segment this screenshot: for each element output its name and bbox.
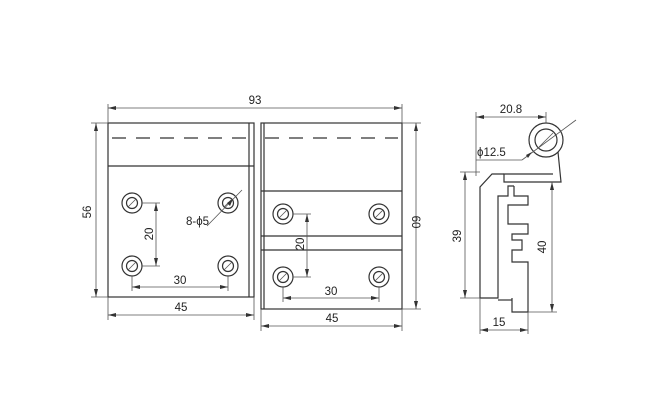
mounting-holes xyxy=(121,192,390,288)
dimension-label: 20.8 xyxy=(500,104,522,116)
right-leaf xyxy=(260,122,403,310)
dimension-knuckle-diameter: ϕ12.5 xyxy=(476,119,577,161)
mounting-hole xyxy=(272,203,294,225)
dimension-right-leaf-width: 45 xyxy=(260,309,403,331)
dimension-label: 45 xyxy=(326,313,339,325)
knuckle-inner xyxy=(534,128,558,152)
dimension-profile-height-right: 40 xyxy=(528,182,557,313)
dimension-label: 56 xyxy=(82,206,94,219)
dimension-label: 8-ϕ5 xyxy=(186,216,209,228)
profile-inner-leaf xyxy=(507,186,529,313)
mounting-hole xyxy=(121,192,143,214)
dimension-label: 93 xyxy=(249,95,262,107)
dimension-label: 20 xyxy=(295,238,307,251)
mounting-hole xyxy=(272,266,294,288)
mounting-hole xyxy=(368,266,390,288)
left-leaf-outline xyxy=(107,122,255,298)
dimension-label: 30 xyxy=(325,286,338,298)
dimension-label: 20 xyxy=(144,228,156,241)
dimension-overall-width: 93 xyxy=(107,95,403,123)
dimension-label: 60 xyxy=(409,216,421,229)
dimension-right-hole-vertical: 20 xyxy=(293,213,311,278)
mounting-hole xyxy=(368,203,390,225)
dimension-profile-height-left: 39 xyxy=(452,171,480,299)
dimension-label: 30 xyxy=(174,275,187,287)
dimension-hole-callout: 8-ϕ5 xyxy=(186,189,243,228)
dimension-left-leaf-height: 56 xyxy=(82,122,108,298)
dimension-label: 15 xyxy=(493,317,506,329)
dimension-label: ϕ12.5 xyxy=(477,147,506,159)
dimension-left-hole-vertical: 20 xyxy=(142,202,160,267)
profile-top-flange xyxy=(503,151,562,183)
mounting-hole xyxy=(121,255,143,277)
dimension-right-hole-horizontal: 30 xyxy=(282,286,380,302)
right-leaf-outline xyxy=(260,122,403,310)
dimension-label: 39 xyxy=(452,230,464,243)
left-leaf xyxy=(107,122,255,298)
dimension-left-hole-horizontal: 30 xyxy=(131,275,229,291)
dimension-left-leaf-width: 45 xyxy=(107,297,255,320)
profile-outer-leaf xyxy=(479,173,514,299)
dimension-label: 45 xyxy=(175,302,188,314)
dimension-profile-thickness: 15 xyxy=(479,298,529,334)
mounting-hole xyxy=(217,255,239,277)
dimension-right-leaf-height: 60 xyxy=(402,122,421,310)
dimension-profile-width: 20.8 xyxy=(475,104,547,176)
dimension-label: 40 xyxy=(537,241,549,254)
